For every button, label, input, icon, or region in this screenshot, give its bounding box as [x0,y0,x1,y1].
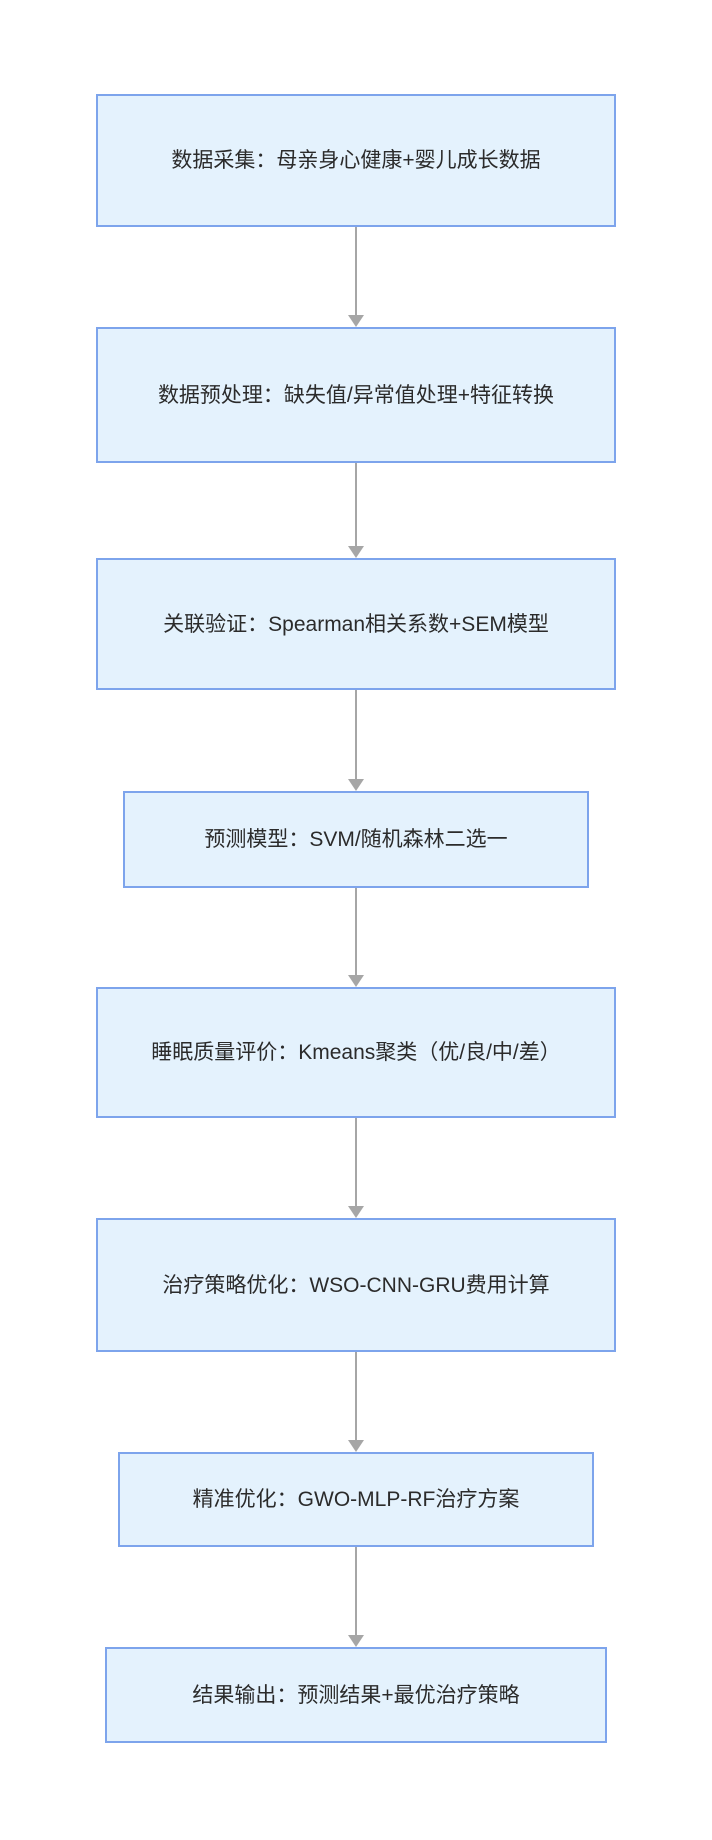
step-treatment-strategy-optimization: 治疗策略优化：WSO-CNN-GRU费用计算 [96,1218,616,1352]
step-precise-optimization: 精准优化：GWO-MLP-RF治疗方案 [118,1452,594,1547]
arrow-down-icon [347,1118,365,1218]
step-result-output: 结果输出：预测结果+最优治疗策略 [105,1647,607,1743]
step-data-collection: 数据采集：母亲身心健康+婴儿成长数据 [96,94,616,227]
arrow-down-icon [347,1352,365,1452]
arrow-down-icon [347,463,365,558]
step-sleep-quality-evaluation: 睡眠质量评价：Kmeans聚类（优/良/中/差） [96,987,616,1118]
arrow-down-icon [347,227,365,327]
step-prediction-model: 预测模型：SVM/随机森林二选一 [123,791,589,888]
arrow-down-icon [347,1547,365,1647]
arrow-down-icon [347,690,365,791]
step-data-preprocessing: 数据预处理：缺失值/异常值处理+特征转换 [96,327,616,463]
step-correlation-validation: 关联验证：Spearman相关系数+SEM模型 [96,558,616,690]
arrow-down-icon [347,888,365,987]
